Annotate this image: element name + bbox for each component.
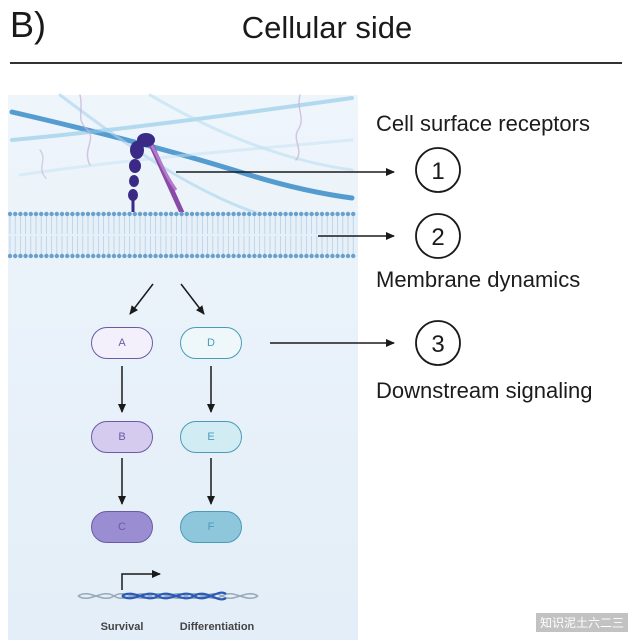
step-number-3: 3 bbox=[431, 331, 444, 358]
extracellular-fibers bbox=[9, 93, 355, 222]
node-F: F bbox=[180, 511, 242, 543]
label-downstream-signaling: Downstream signaling bbox=[376, 378, 593, 403]
diagram-title: Cellular side bbox=[241, 10, 413, 45]
label-membrane-dynamics: Membrane dynamics bbox=[376, 267, 581, 292]
transcription-arrow bbox=[121, 570, 161, 590]
arrow-receptor-to-A bbox=[129, 283, 154, 315]
step-number-2: 2 bbox=[431, 224, 444, 251]
label-cell-surface-receptors: Cell surface receptors bbox=[376, 111, 590, 136]
outcome-survival: Survival bbox=[101, 621, 144, 633]
cell-membrane bbox=[7, 211, 358, 259]
step-circle-3 bbox=[415, 320, 461, 366]
step-number-1: 1 bbox=[431, 158, 444, 185]
watermark: 知识泥土六二三 bbox=[535, 613, 628, 632]
node-C: C bbox=[91, 511, 153, 543]
node-B: B bbox=[91, 421, 153, 453]
node-A: A bbox=[91, 327, 153, 359]
cell-background bbox=[8, 95, 358, 640]
step-circle-1 bbox=[415, 147, 461, 193]
step-circle-2 bbox=[415, 213, 461, 259]
dna-strand bbox=[77, 591, 259, 601]
panel-label: B) bbox=[10, 4, 46, 45]
node-D: D bbox=[180, 327, 242, 359]
pathway-arrows bbox=[118, 283, 215, 505]
arrow-receptor-to-D bbox=[180, 283, 205, 315]
outcome-differentiation: Differentiation bbox=[180, 621, 255, 633]
node-E: E bbox=[180, 421, 242, 453]
title-rule bbox=[10, 62, 622, 64]
